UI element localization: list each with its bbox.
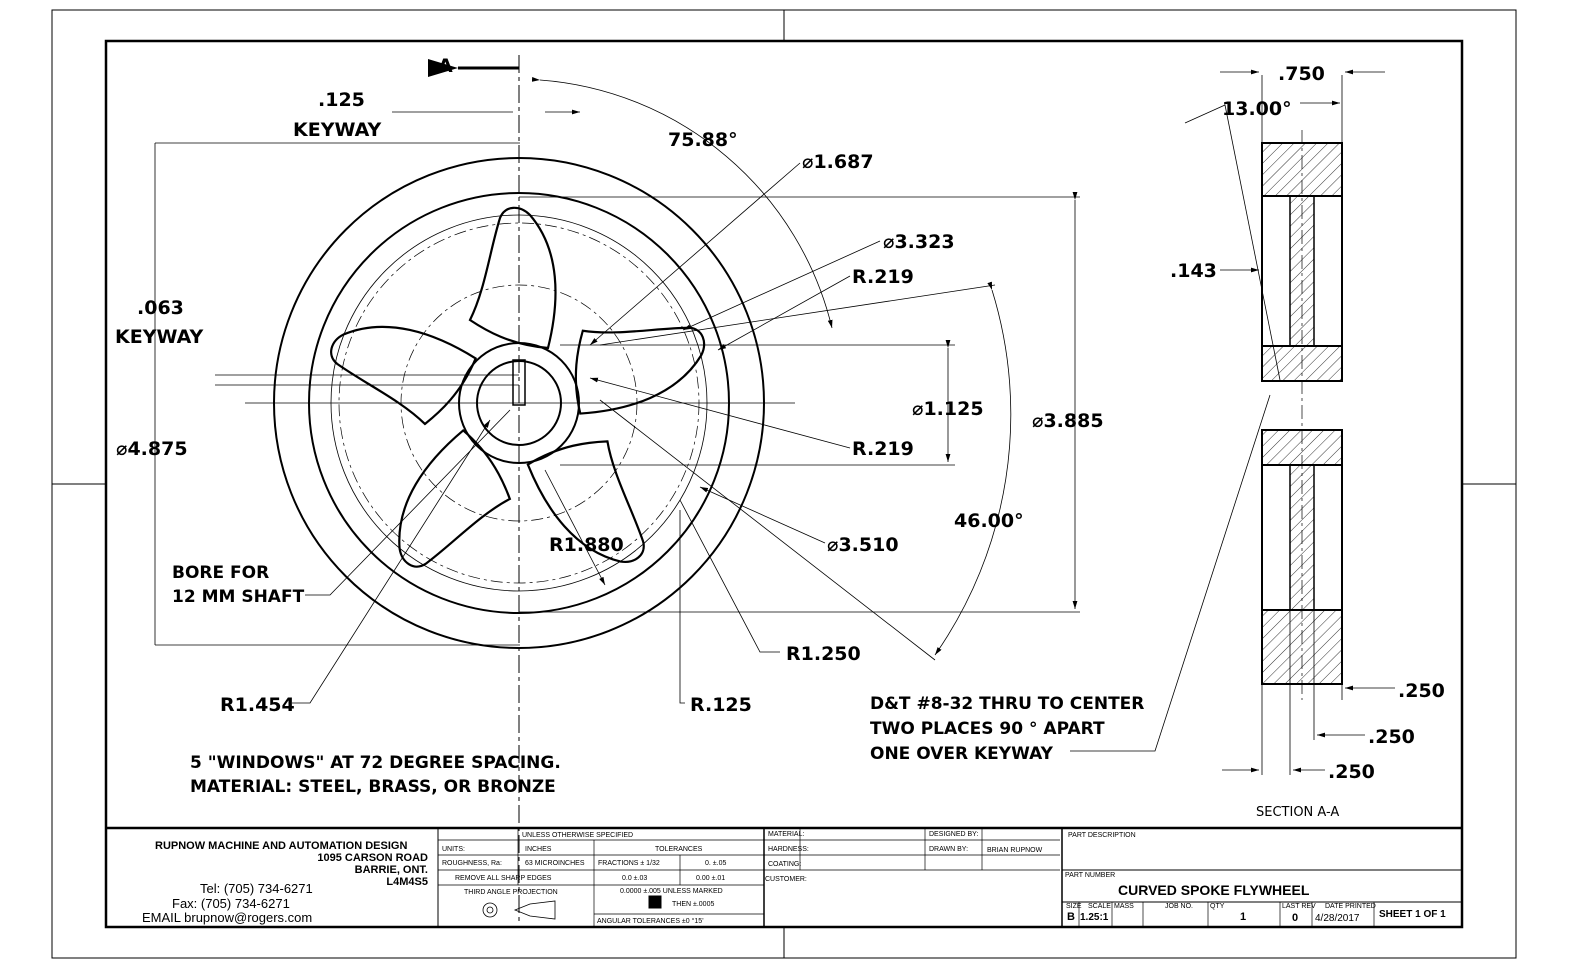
dim-sec-250-c: .250 bbox=[1328, 761, 1375, 783]
section-view bbox=[1184, 69, 1395, 775]
dim-dia-3885: ⌀3.885 bbox=[1032, 410, 1104, 432]
last-rev-value: 0 bbox=[1292, 912, 1298, 924]
mass-label: MASS bbox=[1114, 903, 1134, 910]
dim-keyway-063: .063 bbox=[137, 297, 184, 319]
size-value: B bbox=[1067, 911, 1075, 923]
drawing-notes: BORE FOR 12 MM SHAFT 5 "WINDOWS" AT 72 D… bbox=[172, 563, 1144, 797]
dim-keyway-125-label: KEYWAY bbox=[293, 119, 381, 141]
part-description-label: PART DESCRIPTION bbox=[1068, 832, 1136, 839]
section-labels: .750 13.00° .143 .250 .250 .250 SECTION … bbox=[1170, 63, 1445, 820]
postal-code: L4M4S5 bbox=[386, 876, 428, 888]
dim-dia-3323: ⌀3.323 bbox=[883, 231, 955, 253]
dim-dia-1687: ⌀1.687 bbox=[802, 151, 874, 173]
section-label: SECTION A-A bbox=[1256, 805, 1339, 820]
units-value: INCHES bbox=[525, 846, 552, 853]
drawn-by-label: DRAWN BY: bbox=[929, 846, 968, 853]
note-dt-1: D&T #8-32 THRU TO CENTER bbox=[870, 694, 1144, 714]
fax: Fax: (705) 734-6271 bbox=[172, 896, 290, 911]
sheet-number: SHEET 1 OF 1 bbox=[1379, 909, 1446, 920]
tol-then: THEN ±.0005 bbox=[672, 901, 714, 908]
job-no-label: JOB NO. bbox=[1165, 903, 1193, 910]
last-rev-label: LAST REV bbox=[1282, 903, 1316, 910]
title-block bbox=[106, 826, 1462, 927]
dim-sec-13deg: 13.00° bbox=[1222, 98, 1292, 120]
qty-label: QTY bbox=[1210, 903, 1225, 910]
remove-edges: REMOVE ALL SHARP EDGES bbox=[455, 875, 552, 882]
dim-keyway-063-label: KEYWAY bbox=[115, 326, 203, 348]
company-name: RUPNOW MACHINE AND AUTOMATION DESIGN bbox=[155, 840, 407, 852]
dim-r125: R.125 bbox=[690, 694, 752, 716]
hardness-label: HARDNESS: bbox=[768, 846, 809, 853]
dim-sec-250-b: .250 bbox=[1368, 726, 1415, 748]
note-material: MATERIAL: STEEL, BRASS, OR BRONZE bbox=[190, 777, 556, 797]
angular-tolerances: ANGULAR TOLERANCES ±0 °15' bbox=[597, 917, 704, 925]
note-bore-1: BORE FOR bbox=[172, 563, 269, 583]
sheet-border bbox=[51, 9, 1517, 959]
note-bore-2: 12 MM SHAFT bbox=[172, 587, 305, 607]
date-printed-label: DATE PRINTED bbox=[1325, 903, 1376, 910]
units-label: UNITS: bbox=[442, 846, 465, 853]
tol-000: 0.00 ±.01 bbox=[696, 875, 725, 882]
note-dt-3: ONE OVER KEYWAY bbox=[870, 744, 1054, 764]
part-number-label: PART NUMBER bbox=[1065, 872, 1115, 879]
size-label: SIZE bbox=[1066, 903, 1082, 910]
roughness-label: ROUGHNESS, Ra: bbox=[442, 860, 502, 867]
customer-label: CUSTOMER: bbox=[765, 876, 807, 883]
address-2: BARRIE, ONT. bbox=[355, 864, 428, 876]
tol-0: 0. ±.05 bbox=[705, 860, 726, 867]
unless-specified: UNLESS OTHERWISE SPECIFIED bbox=[522, 832, 633, 839]
coating-label: COATING: bbox=[768, 861, 801, 868]
designed-by-label: DESIGNED BY: bbox=[929, 831, 978, 838]
dim-r219-top: R.219 bbox=[852, 266, 914, 288]
email: EMAIL brupnow@rogers.com bbox=[142, 910, 312, 925]
drawn-by-value: BRIAN RUPNOW bbox=[987, 847, 1043, 854]
tel: Tel: (705) 734-6271 bbox=[200, 881, 313, 896]
tolerances-label: TOLERANCES bbox=[655, 846, 703, 853]
address-1: 1095 CARSON ROAD bbox=[317, 852, 428, 864]
projection-label: THIRD ANGLE PROJECTION bbox=[464, 889, 558, 896]
dimension-labels: A .125 KEYWAY .063 KEYWAY 75.88° ⌀1.687 … bbox=[115, 55, 1104, 716]
note-dt-2: TWO PLACES 90 ° APART bbox=[870, 719, 1105, 739]
dim-angle-46: 46.00° bbox=[954, 510, 1024, 532]
dim-sec-143: .143 bbox=[1170, 260, 1217, 282]
dim-r1454: R1.454 bbox=[220, 694, 295, 716]
note-windows: 5 "WINDOWS" AT 72 DEGREE SPACING. bbox=[190, 753, 561, 773]
date-printed: 4/28/2017 bbox=[1315, 913, 1360, 924]
dim-sec-250-a: .250 bbox=[1398, 680, 1445, 702]
material-label: MATERIAL: bbox=[768, 831, 804, 838]
tol-0000: 0.0000 ±.005 UNLESS MARKED bbox=[620, 888, 723, 895]
scale-value: 1.25:1 bbox=[1080, 912, 1109, 923]
dim-dia-3510: ⌀3.510 bbox=[827, 534, 899, 556]
front-view bbox=[154, 55, 1271, 925]
scale-label: SCALE bbox=[1088, 903, 1111, 910]
dim-sec-750: .750 bbox=[1278, 63, 1325, 85]
dim-angle-75: 75.88° bbox=[668, 129, 738, 151]
section-marker: A bbox=[438, 55, 453, 77]
dim-r219-bottom: R.219 bbox=[852, 438, 914, 460]
dim-r1880: R1.880 bbox=[549, 534, 624, 556]
dim-r1250: R1.250 bbox=[786, 643, 861, 665]
tol-fractions: FRACTIONS ± 1/32 bbox=[598, 860, 660, 867]
qty-value: 1 bbox=[1240, 911, 1246, 923]
title-block-text: RUPNOW MACHINE AND AUTOMATION DESIGN 109… bbox=[142, 831, 1446, 925]
part-number: CURVED SPOKE FLYWHEEL bbox=[1118, 882, 1310, 898]
dim-dia-4875: ⌀4.875 bbox=[116, 438, 188, 460]
roughness-value: 63 MICROINCHES bbox=[525, 860, 585, 867]
dim-keyway-125: .125 bbox=[318, 89, 365, 111]
tol-00: 0.0 ±.03 bbox=[622, 875, 647, 882]
dim-dia-1125: ⌀1.125 bbox=[912, 398, 984, 420]
